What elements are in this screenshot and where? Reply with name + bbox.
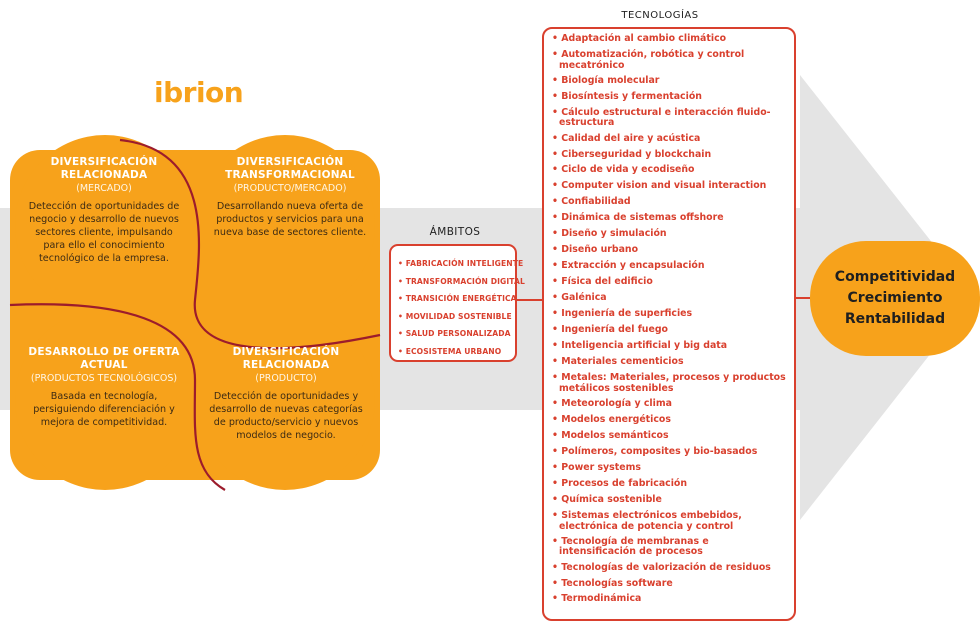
- quadrant-subtitle: (MERCADO): [76, 183, 132, 194]
- quadrant-title: DIVERSIFICACIÓN RELACIONADA: [50, 156, 158, 181]
- tech-item: • Sistemas electrónicos embebidos, elect…: [552, 509, 742, 532]
- tech-item: • Procesos de fabricación: [552, 477, 688, 489]
- tech-item: • Extracción y encapsulación: [552, 260, 705, 272]
- ambito-item: • FABRICACIÓN INTELIGENTE: [398, 259, 524, 268]
- tech-item: • Ingeniería del fuego: [552, 324, 668, 336]
- quadrant-subtitle: (PRODUCTOS TECNOLÓGICOS): [30, 373, 178, 384]
- quadrant-diversificacion-relacionada-producto: DIVERSIFICACIÓN RELACIONADA (PRODUCTO) D…: [206, 346, 366, 442]
- quadrant-description: Detección de oportunidades de negocio y …: [28, 201, 180, 264]
- tech-item: • Calidad del aire y acústica: [552, 132, 701, 144]
- tech-item: • Ingeniería de superficies: [552, 308, 693, 320]
- quadrant-subtitle: (PRODUCTO): [255, 373, 317, 384]
- tecnologias-title: TECNOLOGÍAS: [621, 10, 699, 21]
- divider-curve-top: [119, 138, 381, 350]
- tech-item: • Ciberseguridad y blockchain: [552, 148, 712, 160]
- tech-item: • Cálculo estructural e interacción flui…: [552, 106, 771, 129]
- quadrant-diversificacion-relacionada-mercado: DIVERSIFICACIÓN RELACIONADA (MERCADO) De…: [24, 156, 184, 265]
- quadrant-title: DIVERSIFICACIÓN RELACIONADA: [232, 346, 340, 371]
- tech-item: • Inteligencia artificial y big data: [552, 340, 728, 352]
- tech-item: • Diseño urbano: [552, 244, 639, 256]
- tech-item: • Adaptación al cambio climático: [552, 33, 727, 44]
- svg-text:ibrion: ibrion: [154, 76, 243, 109]
- ambito-item: • TRANSICIÓN ENERGÉTICA: [398, 294, 517, 304]
- tech-item: • Termodinámica: [552, 593, 642, 605]
- tech-item: • Galénica: [552, 292, 607, 304]
- quadrant-diversificacion-transformacional: DIVERSIFICACIÓN TRANSFORMACIONAL (PRODUC…: [210, 156, 370, 239]
- quadrant-title: DESARROLLO DE OFERTA ACTUAL: [28, 346, 180, 371]
- ambito-item: • TRANSFORMACIÓN DIGITAL: [398, 276, 525, 286]
- result-line: Crecimiento: [847, 290, 943, 306]
- quadrant-description: Basada en tecnología, persiguiendo difer…: [33, 391, 175, 428]
- tech-item: • Tecnologías de valorización de residuo…: [552, 561, 771, 573]
- tech-item: • Diseño y simulación: [552, 228, 667, 240]
- divider-curve-bottom: [9, 303, 226, 491]
- ambitos-title: ÁMBITOS: [429, 226, 481, 238]
- tech-item: • Computer vision and visual interaction: [552, 180, 767, 192]
- tech-item: • Química sostenible: [552, 493, 662, 505]
- tech-item: • Física del edificio: [552, 276, 653, 288]
- tech-item: • Power systems: [552, 462, 641, 473]
- ibrion-logo: ibrion: [154, 76, 244, 109]
- tech-item: • Modelos semánticos: [552, 430, 669, 442]
- tech-item: • Automatización, robótica y control mec…: [552, 48, 745, 71]
- quadrant-description: Desarrollando nueva oferta de productos …: [213, 201, 367, 238]
- tech-item: • Metales: Materiales, procesos y produc…: [552, 372, 786, 394]
- tech-item: • Materiales cementicios: [552, 356, 684, 368]
- tech-item: • Biología molecular: [552, 74, 660, 86]
- tech-item: • Polímeros, composites y bio-basados: [552, 446, 758, 458]
- tech-item: • Meteorología y clima: [552, 398, 672, 410]
- tech-item: • Tecnologías software: [552, 577, 673, 589]
- result-line: Rentabilidad: [844, 311, 946, 327]
- tech-item: • Confiabilidad: [552, 196, 631, 208]
- ambito-item: • MOVILIDAD SOSTENIBLE: [398, 311, 512, 321]
- tech-item: • Modelos energéticos: [552, 414, 671, 426]
- tech-item: • Tecnología de membranas e intensificac…: [552, 535, 709, 558]
- quadrant-subtitle: (PRODUCTO/MERCADO): [233, 183, 347, 194]
- ambito-item: • ECOSISTEMA URBANO: [398, 346, 502, 356]
- ambito-item: • SALUD PERSONALIZADA: [398, 329, 511, 339]
- result-line: Competitividad: [834, 269, 956, 285]
- quadrant-desarrollo-oferta-actual: DESARROLLO DE OFERTA ACTUAL (PRODUCTOS T…: [24, 346, 184, 429]
- tech-item: • Biosíntesis y fermentación: [552, 90, 702, 102]
- tecnologias-list: • Adaptación al cambio climático • Autom…: [542, 27, 796, 621]
- tech-item: • Dinámica de sistemas offshore: [552, 212, 724, 224]
- result-badge: Competitividad Crecimiento Rentabilidad: [810, 241, 980, 356]
- quadrant-title: DIVERSIFICACIÓN TRANSFORMACIONAL: [225, 156, 355, 181]
- tech-item: • Ciclo de vida y ecodiseño: [552, 164, 695, 176]
- ambitos-list: • FABRICACIÓN INTELIGENTE • TRANSFORMACI…: [389, 244, 525, 362]
- quadrant-description: Detección de oportunidades y desarrollo …: [209, 391, 363, 441]
